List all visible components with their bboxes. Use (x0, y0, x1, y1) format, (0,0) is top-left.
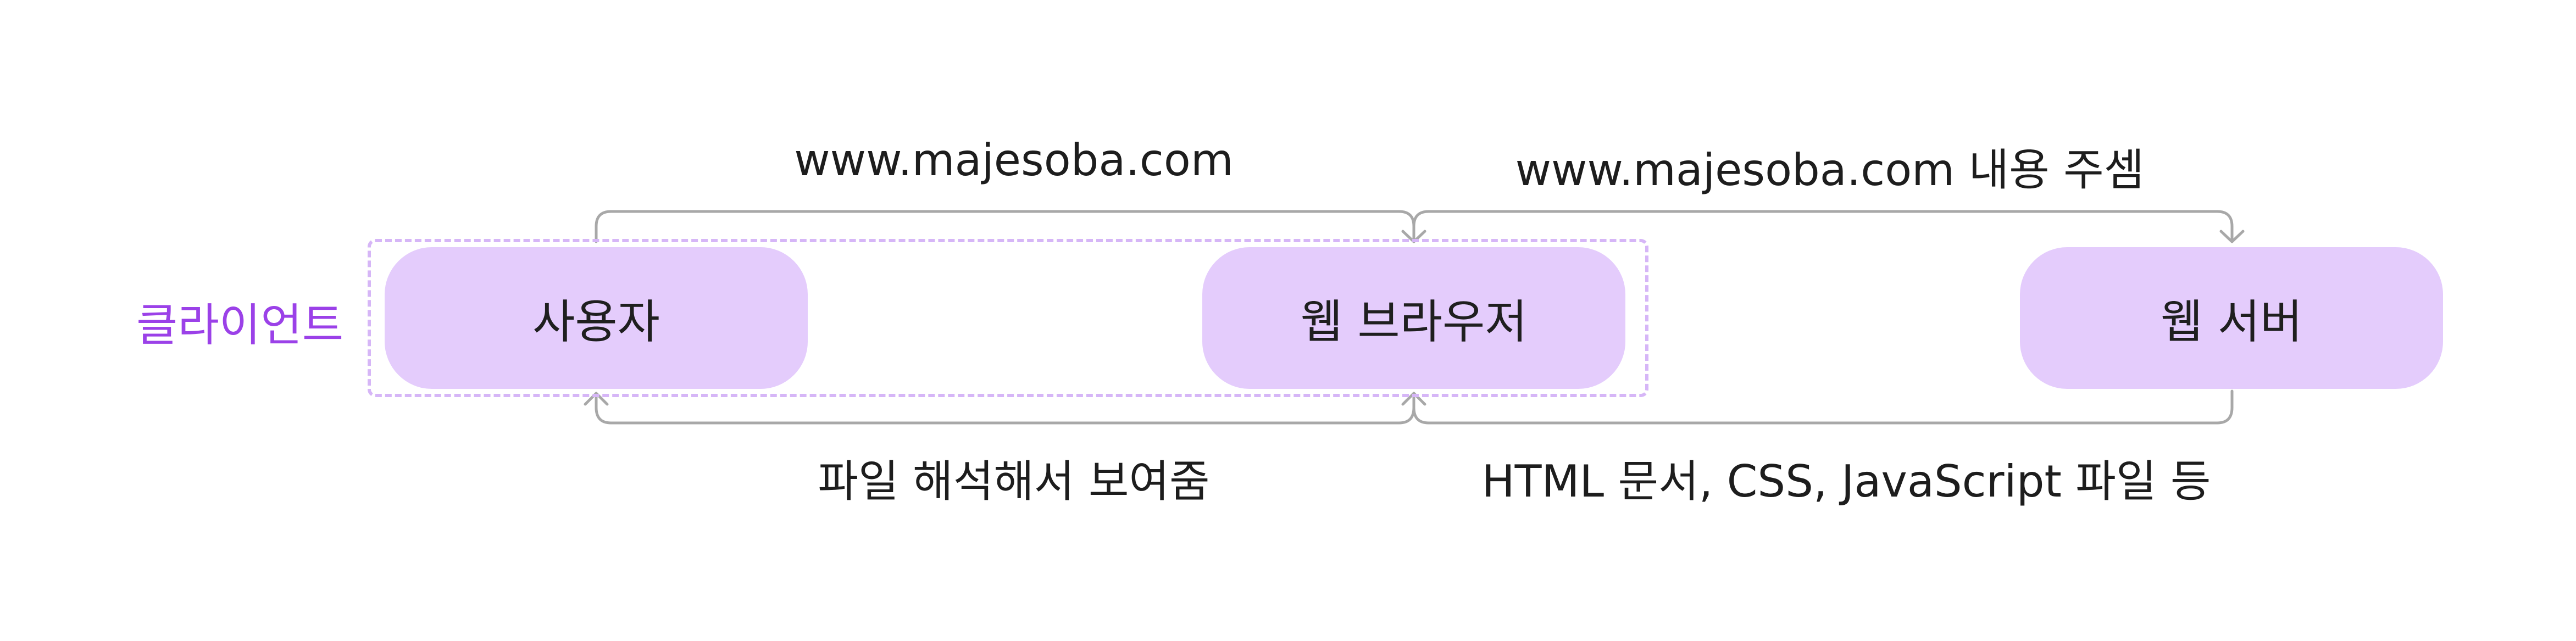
arrowhead-browser-to-server (2219, 230, 2245, 243)
edge-label-browser-to-server: www.majesoba.com 내용 주셈 (1515, 144, 2145, 196)
edge-label-user-to-browser: www.majesoba.com (794, 135, 1234, 186)
arrowhead-browser-to-user (584, 392, 609, 406)
node-browser: 웹 브라우저 (1202, 247, 1625, 389)
client-group-label: 클라이언트 (136, 299, 344, 352)
arrow-user-to-browser (595, 210, 1415, 243)
node-user: 사용자 (385, 247, 808, 389)
node-server-label: 웹 서버 (2160, 294, 2303, 349)
edge-label-browser-to-user: 파일 해석해서 보여줌 (818, 456, 1210, 507)
client-group-border (368, 239, 1648, 397)
arrow-browser-to-server (1412, 210, 2234, 243)
arrow-server-to-browser (1412, 389, 2234, 425)
node-browser-label: 웹 브라우저 (1300, 294, 1528, 349)
node-user-label: 사용자 (532, 294, 660, 349)
edge-label-server-to-browser: HTML 문서, CSS, JavaScript 파일 등 (1481, 456, 2211, 507)
node-server: 웹 서버 (2020, 247, 2443, 389)
arrow-browser-to-user (595, 392, 1415, 425)
